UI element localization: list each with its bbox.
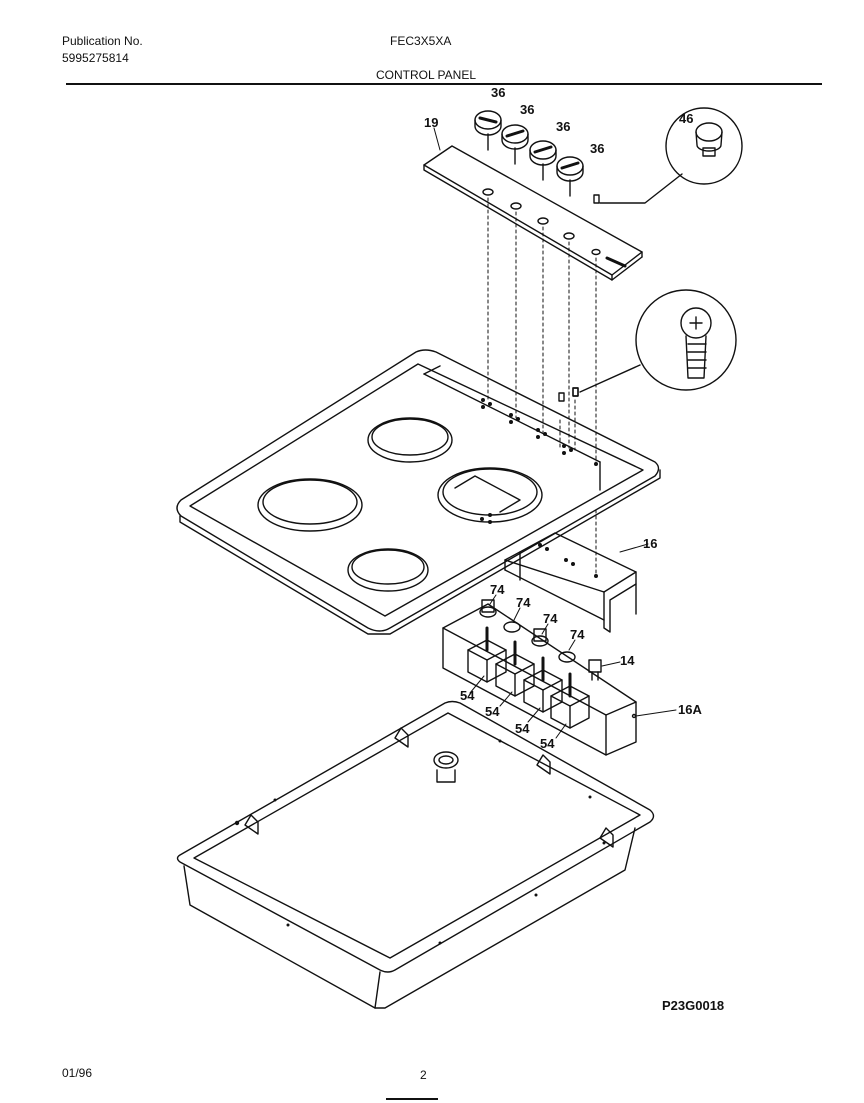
screw-2 <box>572 387 579 397</box>
leader-lines <box>433 127 677 739</box>
callout-infinite-switch-4: 54 <box>540 736 555 751</box>
callout-infinite-switch-1: 54 <box>460 688 475 703</box>
assembly-lines <box>487 197 597 576</box>
bracket <box>504 532 637 633</box>
callout-switch: 14 <box>620 653 635 668</box>
page-number: 2 <box>420 1068 427 1082</box>
screw-detail <box>572 289 737 397</box>
callout-bracket: 16 <box>643 536 657 551</box>
knob-3 <box>529 140 557 181</box>
knob-2 <box>501 124 529 165</box>
callout-bracket-lower: 16A <box>678 702 702 717</box>
callout-spring-3: 74 <box>543 611 558 626</box>
base-pan-holes <box>234 739 606 945</box>
header-rule <box>66 83 822 85</box>
callout-spring-1: 74 <box>490 582 505 597</box>
publication-label: Publication No. <box>62 34 143 48</box>
springs <box>479 599 576 663</box>
callout-infinite-switch-3: 54 <box>515 721 530 736</box>
model-number: FEC3X5XA <box>390 34 452 48</box>
section-title: CONTROL PANEL <box>376 68 477 82</box>
callout-indicator-light: 46 <box>679 111 693 126</box>
callout-control-panel: 19 <box>424 115 438 130</box>
callout-knob-4: 36 <box>590 141 604 156</box>
callout-knob-2: 36 <box>520 102 534 117</box>
callout-infinite-switch-2: 54 <box>485 704 500 719</box>
infinite-switch-1 <box>467 626 507 683</box>
screw-1 <box>558 392 565 402</box>
footer-date: 01/96 <box>62 1066 93 1080</box>
infinite-switch-2 <box>495 640 535 697</box>
footer-rule <box>386 1098 438 1100</box>
knob-4 <box>556 156 584 197</box>
callout-knob-1: 36 <box>491 85 505 100</box>
knob-1 <box>474 110 502 151</box>
drawing-number: P23G0018 <box>662 998 725 1013</box>
infinite-switch-4 <box>550 672 590 729</box>
callout-knob-3: 36 <box>556 119 570 134</box>
base-pan <box>176 700 655 1009</box>
publication-number: 5995275814 <box>62 51 129 65</box>
callout-spring-4: 74 <box>570 627 585 642</box>
cooktop-holes <box>480 398 598 578</box>
indicator-light-detail <box>593 107 743 204</box>
small-switch <box>588 659 602 681</box>
control-panel-strip <box>423 145 643 281</box>
callout-spring-2: 74 <box>516 595 531 610</box>
cooktop <box>176 349 661 635</box>
switch-housing <box>442 603 637 756</box>
